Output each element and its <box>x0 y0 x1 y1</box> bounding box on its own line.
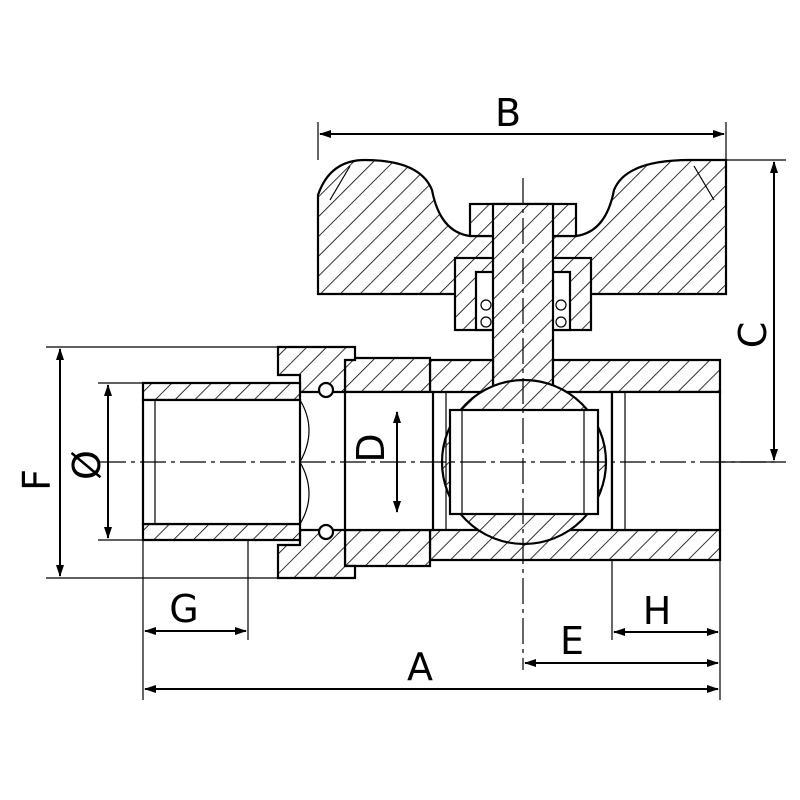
dimension-e: E <box>524 619 719 667</box>
dimension-d: D <box>349 411 401 513</box>
handle <box>316 158 728 296</box>
dimension-diameter-label: Ø <box>65 450 109 480</box>
dimension-f-label: F <box>15 469 59 491</box>
dimension-a-label: A <box>407 645 433 689</box>
valve-body-middle <box>343 356 447 568</box>
union-nut <box>276 345 357 580</box>
dimension-h-label: H <box>643 589 672 633</box>
dimension-f: F <box>15 346 278 579</box>
dimension-c: C <box>690 159 786 463</box>
dimension-d-label: D <box>349 433 393 462</box>
dimension-b-label: B <box>495 91 521 135</box>
dimension-h: H <box>611 560 721 700</box>
dimension-e-label: E <box>560 619 584 663</box>
valve-body-right <box>428 358 722 562</box>
dimension-c-label: C <box>731 322 775 349</box>
dimension-diameter: Ø <box>65 382 143 541</box>
dimension-g: G <box>142 540 249 640</box>
dimension-a: A <box>142 640 719 700</box>
dimension-g-label: G <box>169 587 198 631</box>
dimension-b: B <box>317 91 727 160</box>
